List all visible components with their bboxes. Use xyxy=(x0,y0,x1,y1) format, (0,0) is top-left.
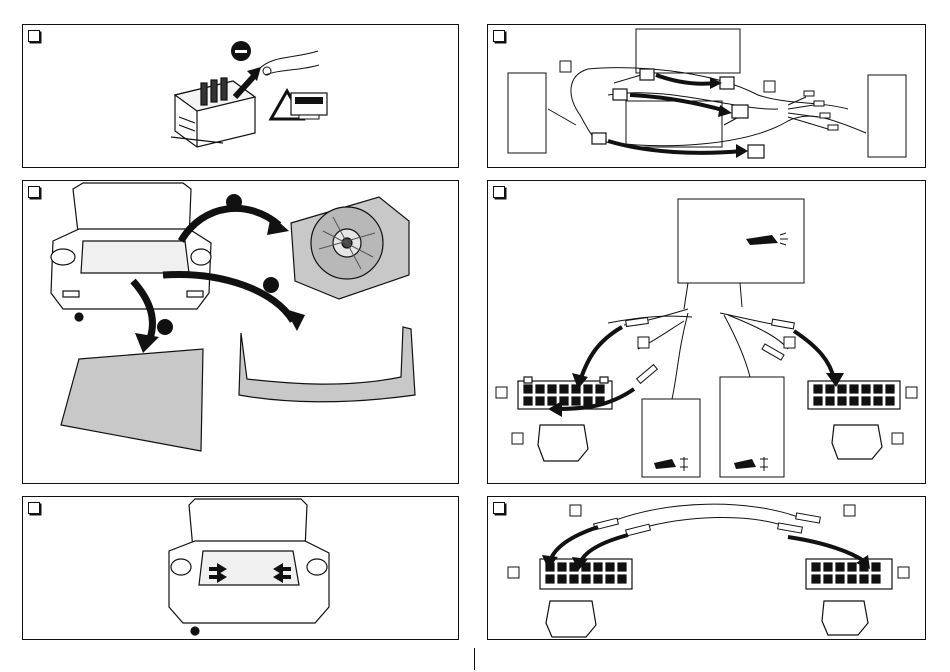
car-rear-icon xyxy=(169,499,329,635)
connector-block-icon xyxy=(808,381,900,409)
side-trim-illustration xyxy=(23,497,460,641)
panel-side-trim-clips xyxy=(22,496,459,640)
minus-terminal-icon xyxy=(231,41,251,61)
curved-arrow-icon xyxy=(656,75,716,84)
connector-block-icon xyxy=(540,559,632,589)
rear-trim-panel-icon xyxy=(239,327,415,402)
terminal-insertion-illustration xyxy=(488,497,927,641)
trunk-floor-mat-icon xyxy=(61,349,203,451)
battery-illustration xyxy=(23,25,460,169)
spare-wheel-cover-icon xyxy=(291,197,409,299)
panel-battery-disconnect xyxy=(22,24,459,168)
panel-rear-fog-pin-insertion xyxy=(487,180,926,484)
connector-icon xyxy=(720,77,764,158)
panel-terminal-insertion xyxy=(487,496,926,640)
harness-illustration xyxy=(488,25,927,169)
car-rear-icon xyxy=(51,183,211,321)
radio-code-card-icon xyxy=(291,93,327,119)
fog-wiring-illustration xyxy=(488,181,927,485)
panel-wiring-harness-routing xyxy=(487,24,926,168)
pin-terminal-icon xyxy=(626,317,795,383)
page-fold-line xyxy=(474,648,475,670)
trunk-illustration xyxy=(23,181,460,485)
connector-block-icon xyxy=(806,559,892,589)
panel-trunk-trim-removal xyxy=(22,180,459,484)
